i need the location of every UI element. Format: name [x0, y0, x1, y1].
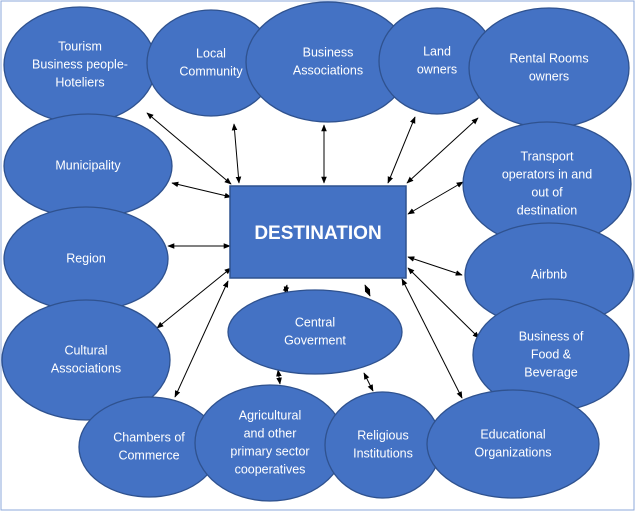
- node-label: Municipality: [55, 158, 121, 172]
- connector-arrow: [401, 278, 463, 399]
- node-ellipse: [227, 289, 403, 375]
- node-label: cooperatives: [235, 462, 306, 476]
- node-label: Rental Rooms: [509, 51, 588, 65]
- node-label: Associations: [293, 63, 363, 77]
- node-ellipse: [324, 391, 442, 499]
- node-label: Goverment: [284, 333, 346, 347]
- connector-arrow: [387, 116, 416, 184]
- connector-arrow: [282, 284, 290, 294]
- node-municipality: Municipality: [3, 113, 173, 219]
- connector-arrow: [364, 284, 371, 297]
- connector-arrow: [407, 181, 464, 215]
- node-label: destination: [517, 203, 578, 217]
- node-label: Hoteliers: [55, 75, 104, 89]
- node-label: Community: [179, 64, 243, 78]
- node-agricultural-cooperatives: Agricultural and other primary sector coope…: [194, 384, 346, 502]
- node-label: out of: [531, 185, 563, 199]
- node-label: operators in and: [502, 167, 592, 181]
- node-ellipse: [1, 299, 171, 421]
- edges-layer: [146, 112, 480, 399]
- node-label: Associations: [51, 361, 121, 375]
- connector-arrow: [407, 256, 463, 276]
- connector-arrow: [171, 181, 232, 199]
- node-label: Business of: [519, 329, 584, 343]
- node-label: Beverage: [524, 365, 578, 379]
- node-label: owners: [529, 69, 569, 83]
- connector-arrow: [276, 369, 282, 385]
- node-label: Business: [303, 45, 354, 59]
- node-label: Business people-: [32, 57, 128, 71]
- node-region: Region: [3, 206, 169, 312]
- node-label: owners: [417, 62, 457, 76]
- node-label: Central: [295, 315, 335, 329]
- node-label: Transport: [520, 149, 574, 163]
- connector-arrow: [231, 123, 242, 184]
- node-label: Food &: [531, 347, 572, 361]
- center-label: DESTINATION: [254, 223, 381, 244]
- node-business-food-beverage: Business of Food & Beverage: [472, 298, 630, 412]
- node-label: Institutions: [353, 446, 413, 460]
- node-label: Cultural: [64, 343, 107, 357]
- node-label: Tourism: [58, 39, 102, 53]
- node-label: Commerce: [118, 448, 179, 462]
- connector-arrow: [146, 112, 232, 185]
- node-ellipse: [468, 7, 630, 129]
- node-transport-operators: Transport operators in and out of destinati…: [462, 121, 632, 247]
- node-label: primary sector: [230, 444, 309, 458]
- node-label: Educational: [480, 427, 545, 441]
- center-box: [229, 185, 407, 279]
- node-label: and other: [244, 426, 297, 440]
- node-label: Agricultural: [239, 408, 302, 422]
- node-rental-rooms-owners: Rental Rooms owners: [468, 7, 630, 129]
- node-label: Religious: [357, 428, 408, 442]
- node-label: Land: [423, 44, 451, 58]
- node-label: Chambers of: [113, 430, 185, 444]
- node-label: Local: [196, 46, 226, 60]
- center-node: DESTINATION: [229, 185, 407, 279]
- connector-arrow: [174, 280, 229, 398]
- connector-arrow: [406, 117, 479, 184]
- node-ellipse: [194, 384, 346, 502]
- node-airbnb: Airbnb: [464, 222, 634, 328]
- connector-arrow: [363, 372, 374, 392]
- node-label: Organizations: [474, 445, 551, 459]
- node-label: Region: [66, 251, 106, 265]
- node-label: Airbnb: [531, 267, 567, 281]
- node-ellipse: [426, 389, 600, 499]
